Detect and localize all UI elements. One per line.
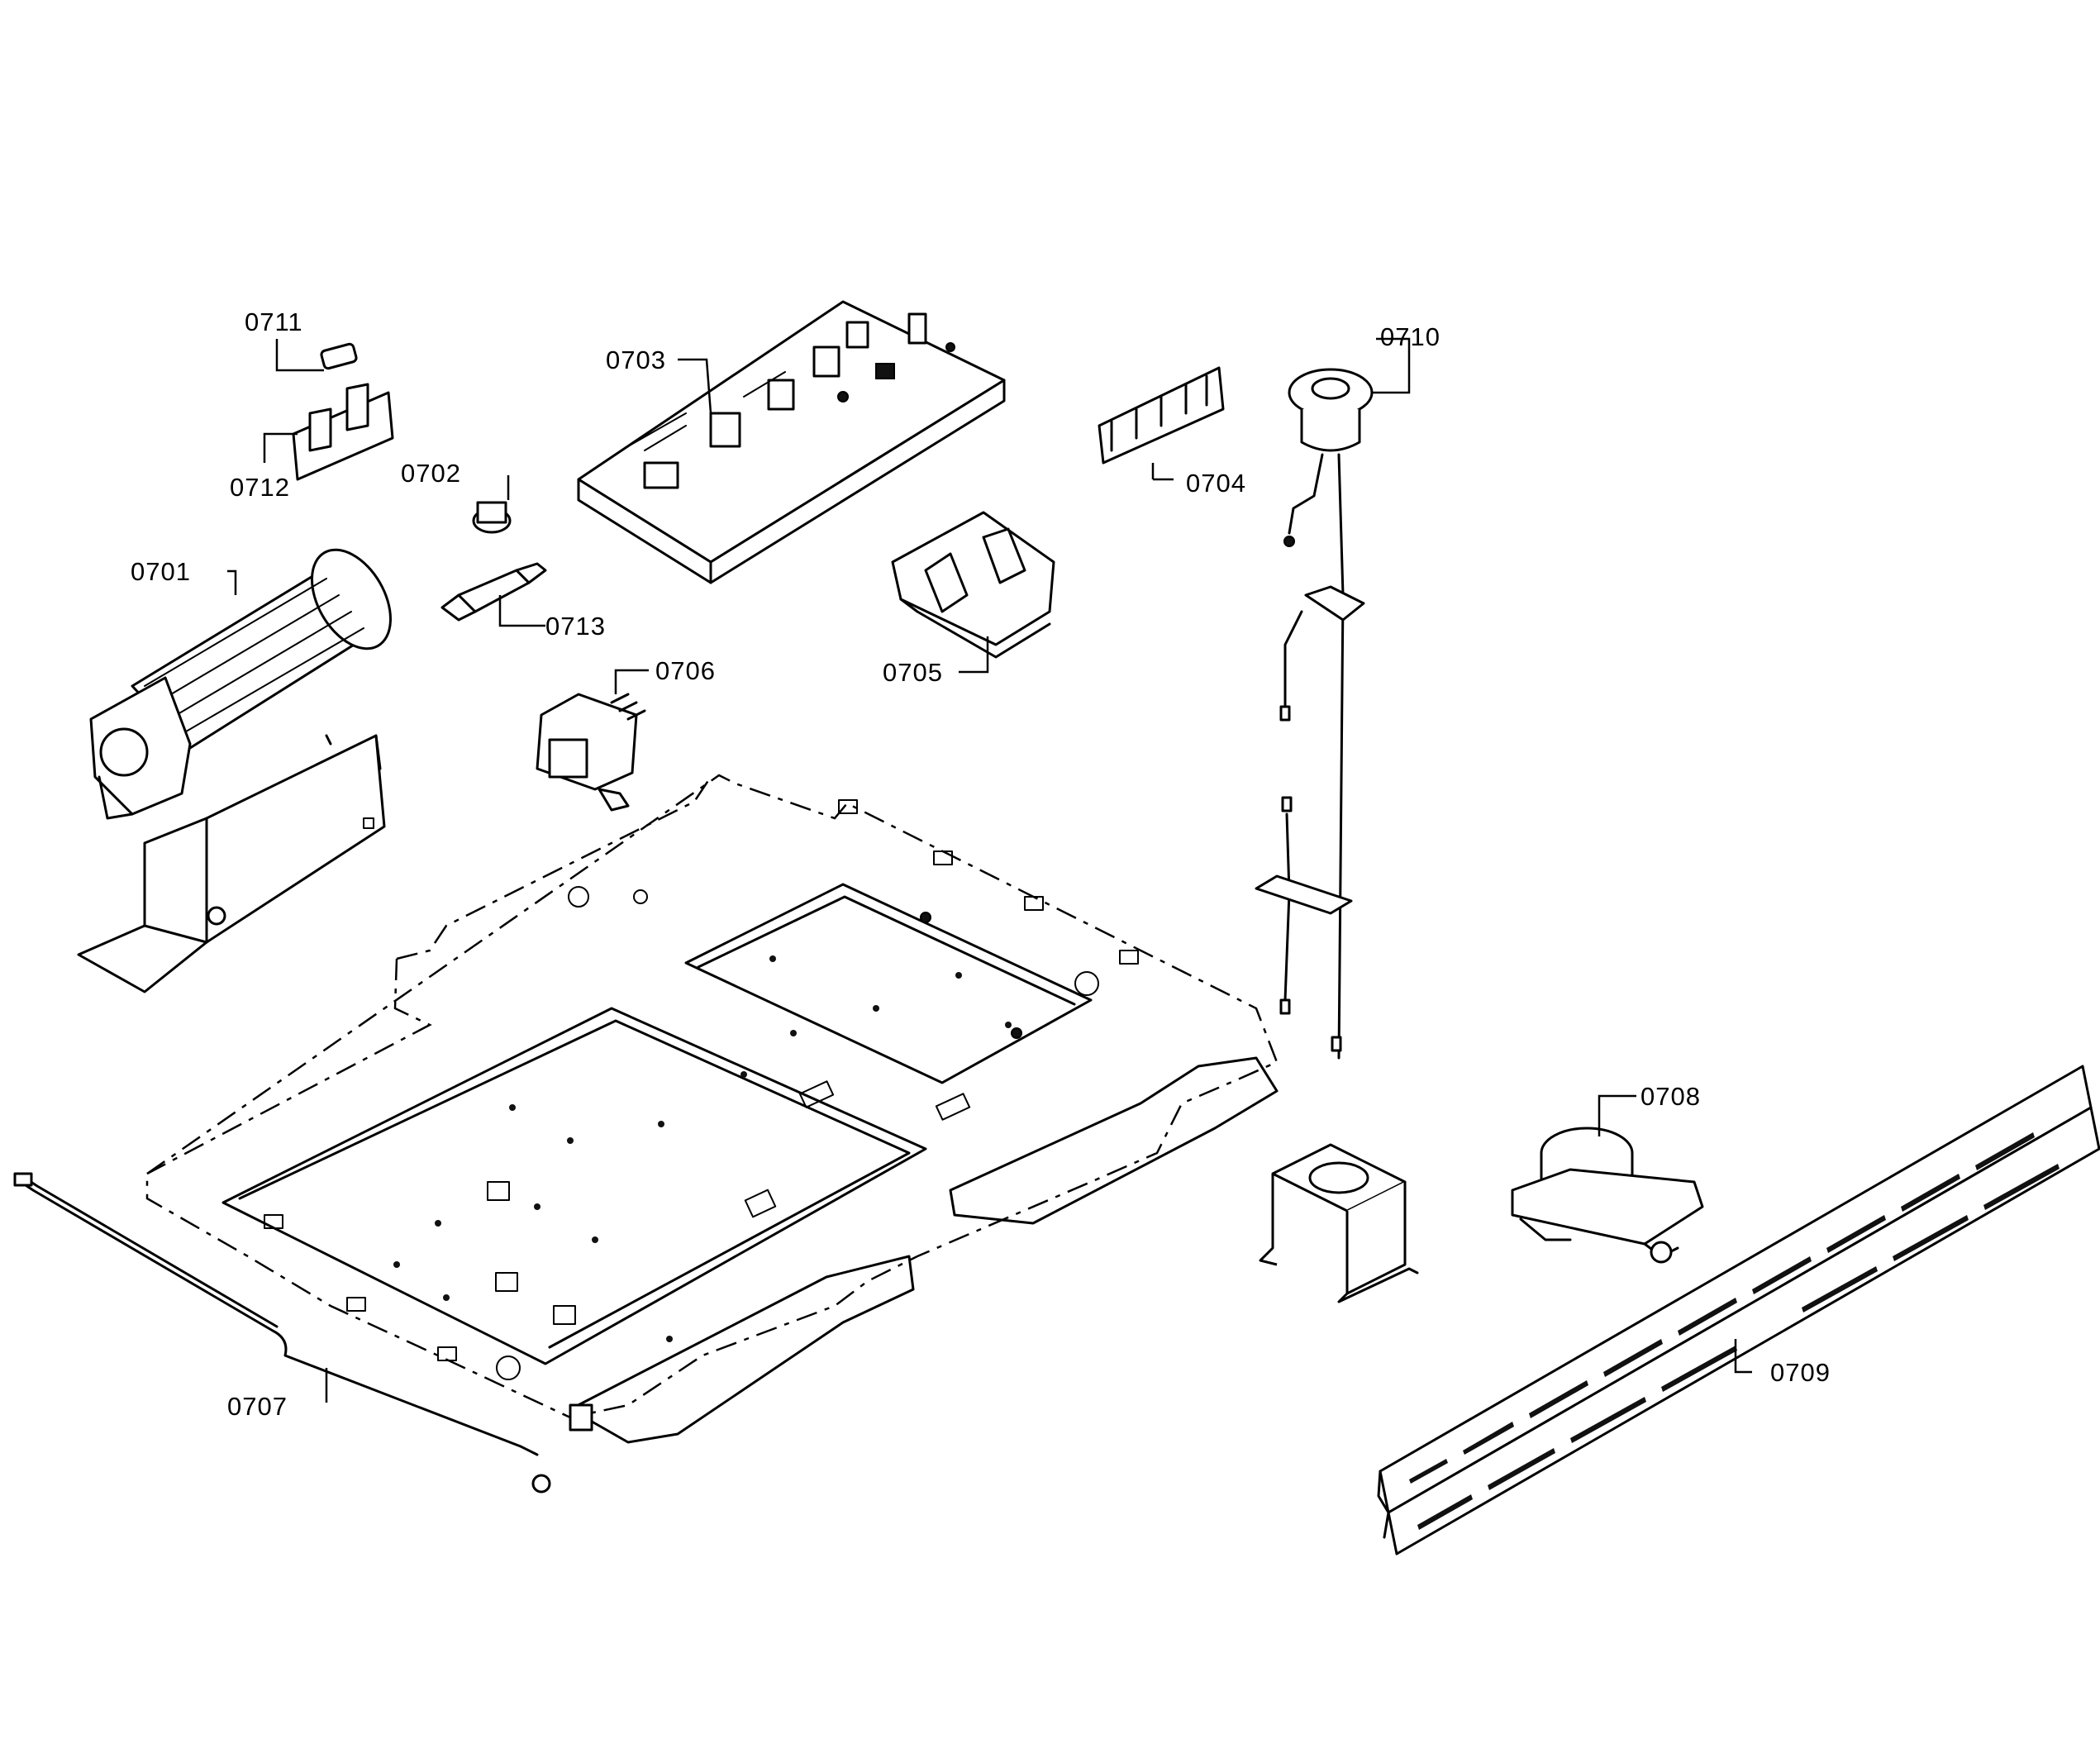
callout-labels: 0711 0712 0702 0713 0701 0703 0704 0705 … xyxy=(131,307,1831,1421)
callout-0704: 0704 xyxy=(1186,469,1246,498)
callout-0707: 0707 xyxy=(227,1392,288,1421)
callout-0709: 0709 xyxy=(1770,1358,1831,1387)
leader-lines xyxy=(227,337,1752,1403)
terminal-block xyxy=(891,511,1055,659)
callout-0702: 0702 xyxy=(401,459,461,488)
control-board xyxy=(577,300,1006,584)
thermostat-bracket xyxy=(440,562,547,622)
rail-slots xyxy=(1409,1132,2060,1530)
base-plate xyxy=(145,774,1279,1444)
thermostat xyxy=(472,501,512,534)
ground-wire xyxy=(13,1172,551,1494)
fuse-holder xyxy=(292,383,394,481)
transformer xyxy=(536,693,646,812)
duct-bracket xyxy=(1259,1143,1419,1303)
door-lock-motor xyxy=(1511,1127,1704,1264)
connector-clip xyxy=(1098,366,1225,465)
trim-rail xyxy=(1377,1065,2100,1556)
fuse xyxy=(320,342,358,370)
callout-0708: 0708 xyxy=(1640,1082,1701,1111)
callout-0710: 0710 xyxy=(1380,322,1440,351)
callout-0706: 0706 xyxy=(655,656,716,685)
callout-0701: 0701 xyxy=(131,557,191,586)
motor-bracket xyxy=(77,734,386,993)
blower-motor xyxy=(89,548,392,820)
callout-0713: 0713 xyxy=(545,612,606,641)
callout-0711: 0711 xyxy=(245,307,303,336)
callout-0703: 0703 xyxy=(606,345,666,374)
lamp-socket-harness xyxy=(1255,368,1374,1060)
callout-0712: 0712 xyxy=(230,473,290,502)
callout-0705: 0705 xyxy=(883,658,943,687)
